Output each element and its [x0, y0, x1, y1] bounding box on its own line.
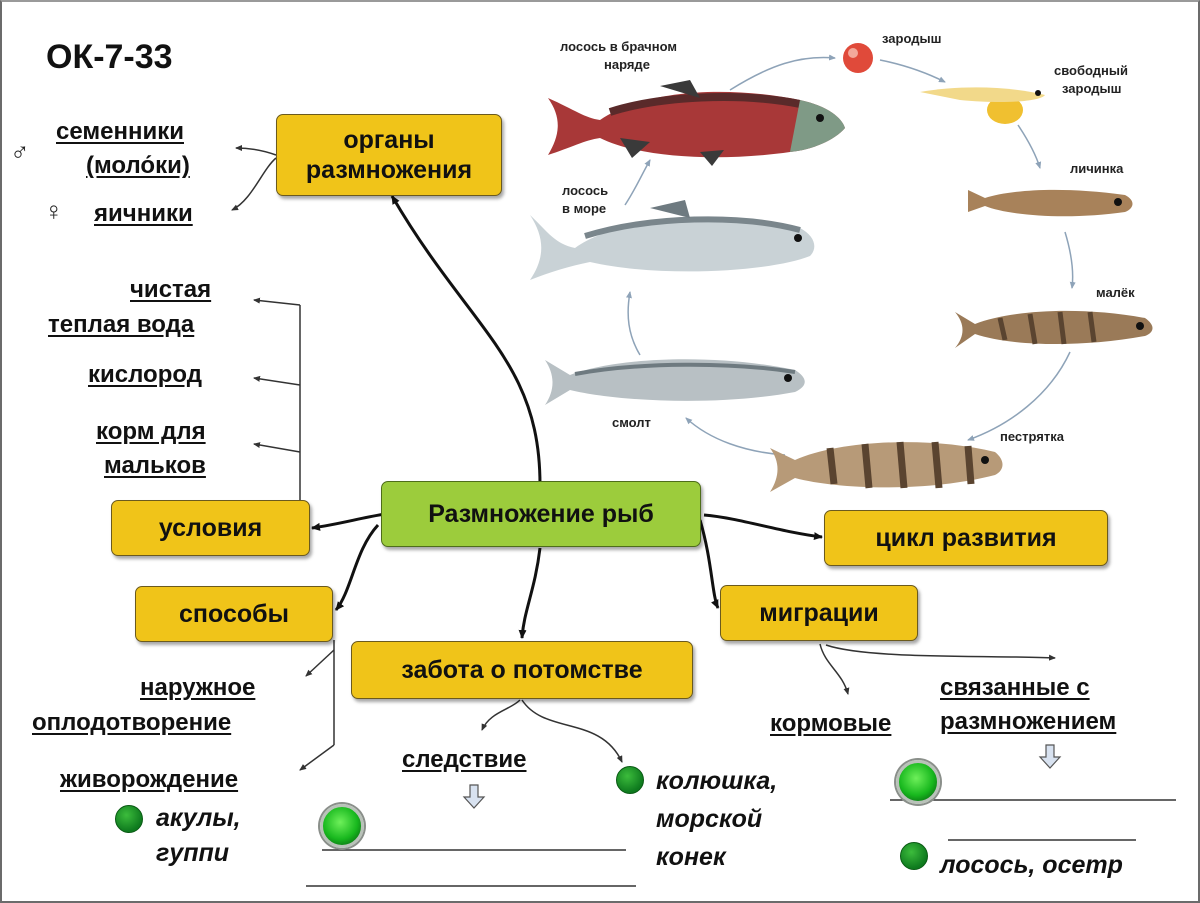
lifecycle-parr: пестрятка [1000, 429, 1064, 444]
method-viviparity: живорождение [60, 766, 239, 793]
care-box: забота о потомстве [351, 641, 693, 699]
example-dot [900, 842, 928, 870]
migrations-box-label: миграции [759, 599, 879, 627]
lifecycle-sea-salmon-line2: в море [562, 201, 607, 216]
migrations-box: миграции [720, 585, 918, 641]
smolt-illustration [545, 359, 805, 405]
lifecycle-sea-salmon-line1: лосось [562, 183, 609, 198]
conditions-box: условия [111, 500, 310, 556]
condition-oxygen: кислород [88, 361, 202, 388]
down-arrow-icon [462, 784, 486, 809]
larva-illustration [968, 189, 1133, 217]
cycle-box: цикл развития [824, 510, 1108, 566]
care-example-line1: колюшка, [656, 767, 778, 795]
lifecycle-spawning-salmon-line2: наряде [604, 57, 650, 72]
arrow-to-conditions [311, 512, 386, 531]
arrow-to-care [518, 547, 542, 639]
central-node-label: Размножение рыб [428, 500, 654, 528]
care-example-line3: конек [656, 843, 726, 871]
conditions-box-label: условия [158, 514, 263, 542]
male-organs-line2: (моло́ки) [86, 152, 190, 179]
cycle-box-label: цикл развития [875, 524, 1057, 552]
migration-spawning-line1: связанные с [940, 674, 1090, 701]
care-consequence: следствие [402, 746, 527, 773]
condition-food-line2: мальков [104, 452, 206, 479]
migration-spawning-line2: размножением [940, 708, 1117, 735]
arrow-to-migrations [698, 519, 720, 609]
spawning-salmon-illustration [548, 80, 845, 166]
methods-box: способы [135, 586, 333, 642]
male-symbol: ♂ [10, 136, 30, 166]
lifecycle-egg: зародыш [882, 31, 942, 46]
care-example-line2: морской [656, 805, 763, 833]
viviparity-example-line2: гуппи [156, 839, 230, 867]
down-arrow-icon [1038, 744, 1062, 769]
lifecycle-smolt: смолт [612, 415, 651, 430]
lifecycle-larva: личинка [1070, 161, 1124, 176]
central-node: Размножение рыб [381, 481, 701, 547]
lifecycle-fry: малёк [1096, 285, 1135, 300]
condition-water-line1: чистая [130, 276, 212, 303]
arrow-to-cycle [703, 513, 823, 541]
care-box-label: забота о потомстве [401, 656, 643, 684]
lifecycle-free-embryo-line2: зародыш [1062, 81, 1122, 96]
female-organs: яичники [94, 200, 193, 227]
answer-dot [896, 760, 940, 804]
lifecycle-spawning-salmon-line1: лосось в брачном [560, 39, 677, 54]
female-symbol: ♀ [44, 196, 64, 226]
arrow-to-methods [334, 523, 380, 611]
egg-illustration [843, 43, 873, 73]
male-organs-line1: семенники [56, 118, 184, 145]
slide-title: ОК-7-33 [46, 38, 173, 76]
organs-box: органы размножения [276, 114, 502, 196]
parr-illustration [770, 441, 1003, 492]
method-external-line1: наружное [140, 674, 256, 701]
organs-box-label: органы размножения [305, 126, 473, 184]
migration-feeding: кормовые [770, 710, 892, 737]
example-dot [115, 805, 143, 833]
migration-example: лосось, осетр [940, 851, 1123, 879]
fry-illustration [955, 310, 1153, 348]
method-external-line2: оплодотворение [32, 709, 232, 736]
condition-food-line1: корм для [96, 418, 206, 445]
arrow-to-organs [390, 195, 542, 486]
free-embryo-illustration [920, 87, 1045, 124]
methods-box-label: способы [179, 600, 289, 628]
viviparity-example-line1: акулы, [156, 804, 241, 832]
answer-dot [320, 804, 364, 848]
example-dot [616, 766, 644, 794]
lifecycle-free-embryo-line1: свободный [1054, 63, 1128, 78]
sea-salmon-illustration [530, 200, 815, 280]
condition-water-line2: теплая вода [48, 311, 195, 338]
